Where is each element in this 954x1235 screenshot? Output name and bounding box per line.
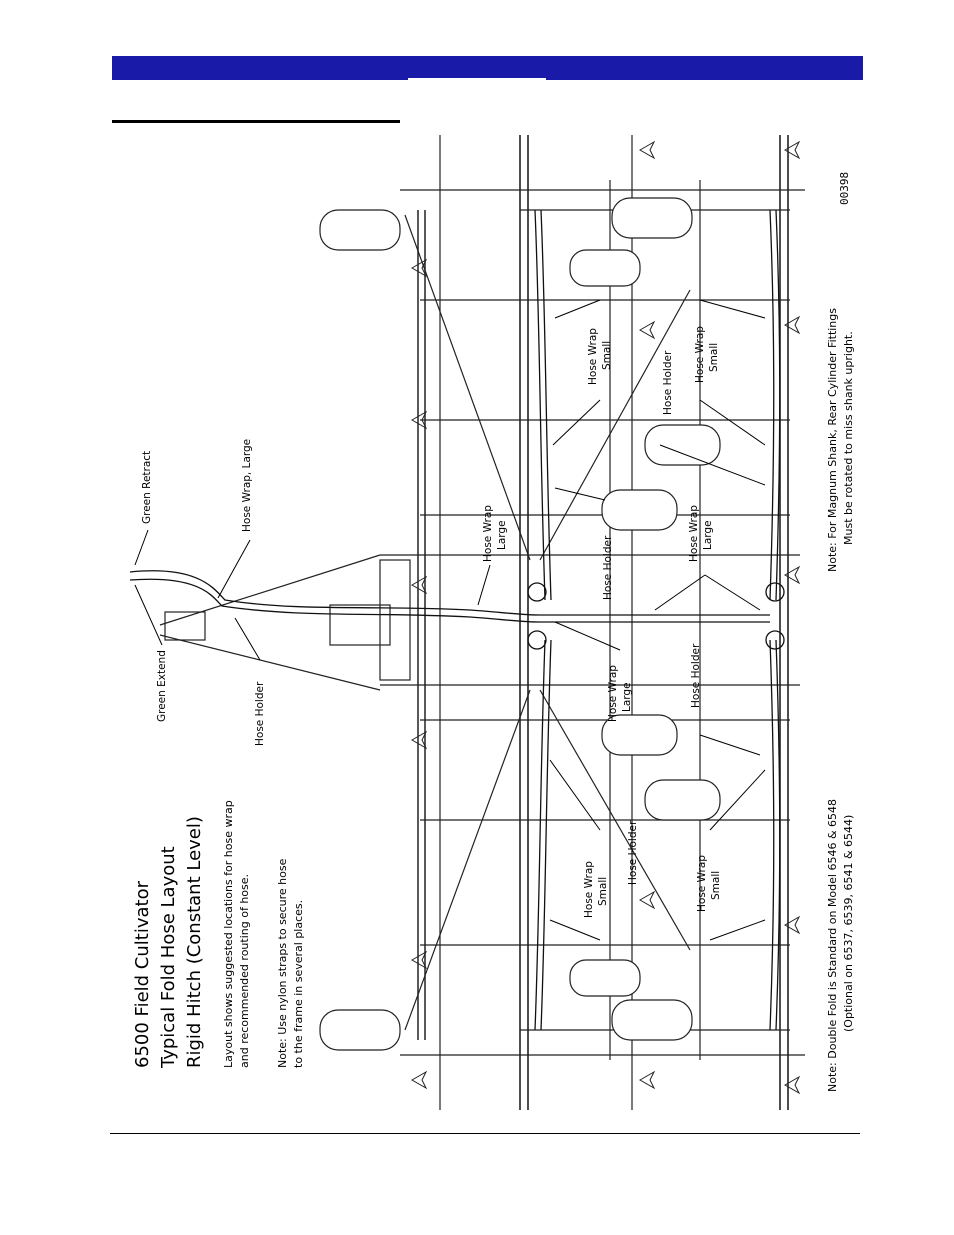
callout-hose-wrap-lower-mid-left: Hose Wrap: [607, 665, 619, 722]
callout-large-center-left: Large: [496, 520, 508, 550]
diagram-title-line1: 6500 Field Cultivator: [132, 880, 153, 1068]
note-double-fold-line1: Note: Double Fold is Standard on Model 6…: [826, 799, 839, 1092]
shanks: [410, 140, 801, 1095]
callout-small-upper-right: Small: [708, 343, 720, 372]
note-magnum-shank-line2: Must be rotated to miss shank upright.: [842, 331, 855, 545]
diagram-title-line3: Rigid Hitch (Constant Level): [184, 816, 205, 1068]
callout-hose-wrap-upper-left: Hose Wrap: [587, 328, 599, 385]
callout-green-retract: Green Retract: [141, 451, 153, 524]
note-nylon-straps-line2: to the frame in several places.: [292, 900, 305, 1068]
callout-small-lower-right: Small: [710, 871, 722, 900]
footer-rule: [110, 1133, 860, 1134]
note-nylon-straps-line1: Note: Use nylon straps to secure hose: [276, 858, 289, 1068]
callout-hose-holder-upper-right: Hose Holder: [662, 350, 674, 415]
description-line1: Layout shows suggested locations for hos…: [222, 800, 235, 1068]
leader-lines: [134, 299, 766, 941]
callout-green-extend: Green Extend: [156, 650, 168, 722]
description-line2: and recommended routing of hose.: [238, 874, 251, 1068]
hydraulic-hoses: [129, 209, 785, 1031]
header-bar: [112, 56, 863, 80]
callout-hose-holder-hitch: Hose Holder: [254, 681, 266, 746]
callout-hose-holder-lower-right: Hose Holder: [690, 643, 702, 708]
callout-large-lower-mid-left: Large: [621, 682, 633, 712]
callout-small-lower-left: Small: [597, 877, 609, 906]
callout-hose-wrap-center-left: Hose Wrap: [482, 505, 494, 562]
callout-hose-wrap-large-hitch: Hose Wrap, Large: [241, 439, 253, 532]
callout-hose-wrap-mid-right: Hose Wrap: [688, 505, 700, 562]
callout-hose-holder-mid-left: Hose Holder: [602, 535, 614, 600]
callout-hose-holder-lower-left: Hose Holder: [627, 820, 639, 885]
figure-number: 00398: [838, 172, 851, 205]
section-rule: [112, 120, 400, 123]
callout-hose-wrap-lower-left: Hose Wrap: [583, 861, 595, 918]
callout-hose-wrap-lower-right: Hose Wrap: [696, 855, 708, 912]
note-double-fold-line2: (Optional on 6537, 6539, 6541 & 6544): [842, 815, 855, 1032]
callout-large-mid-right: Large: [702, 520, 714, 550]
note-magnum-shank-line1: Note: For Magnum Shank, Rear Cylinder Fi…: [826, 308, 839, 572]
header-tab-underline: [408, 78, 546, 80]
diagram-title-line2: Typical Fold Hose Layout: [158, 846, 179, 1069]
callout-hose-wrap-upper-right: Hose Wrap: [694, 326, 706, 383]
wheels: [319, 197, 721, 1051]
callout-small-upper-left: Small: [601, 341, 613, 370]
